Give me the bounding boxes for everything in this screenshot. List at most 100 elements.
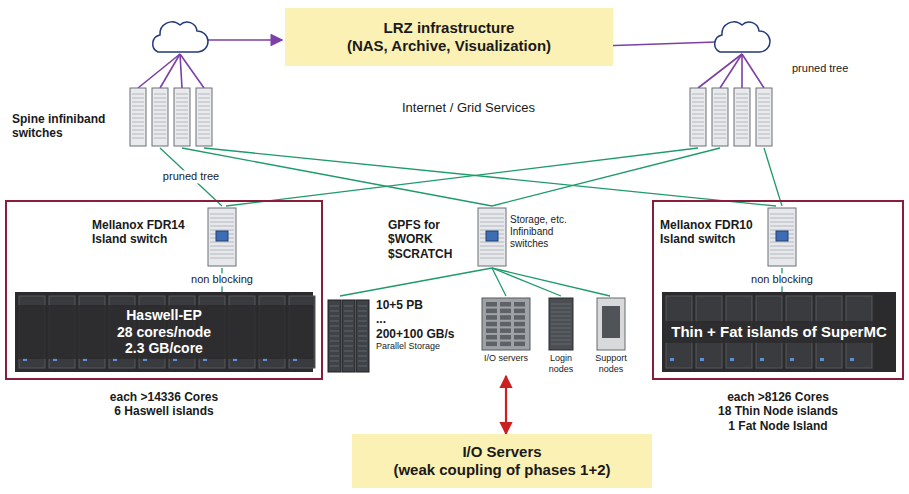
rack-slot — [132, 138, 144, 139]
rack-slot — [551, 304, 571, 305]
node-text: (weak coupling of phases 1+2) — [393, 461, 610, 479]
server-slot — [486, 342, 497, 347]
rack-slot — [330, 316, 339, 317]
rack-slot — [154, 134, 166, 135]
server-slot — [514, 342, 525, 347]
rack-slot — [330, 346, 339, 347]
rack-slot — [176, 94, 188, 95]
rack-cluster: Thin + Fat islands of SuperMC — [662, 292, 896, 372]
rack-slot — [770, 222, 794, 223]
link-line — [182, 148, 492, 206]
rack-slot — [210, 242, 234, 243]
rack-slot — [344, 311, 353, 312]
rack-slot — [198, 110, 210, 111]
node-text: LRZ infrastructure — [384, 19, 515, 37]
server-rack: Support nodes — [586, 296, 636, 376]
rack-row — [662, 292, 896, 372]
rack-slot — [480, 258, 504, 259]
text-stack: Mellanox FDR10 Island switch — [660, 218, 764, 247]
uplink-arrow — [600, 42, 716, 46]
rack-body — [328, 300, 341, 372]
rack-slot — [176, 118, 188, 119]
server-slot — [486, 315, 497, 320]
rack-body — [734, 88, 750, 146]
switch-icon — [478, 208, 506, 266]
rack-slot — [551, 336, 571, 337]
rack-slot — [358, 326, 367, 327]
rack-slot — [758, 126, 770, 127]
info-box: LRZ infrastructure(NAS, Archive, Visuali… — [285, 8, 613, 66]
rack-slot — [480, 214, 504, 215]
text-stack: each >8126 Cores18 Thin Node islands1 Fa… — [654, 390, 902, 433]
rack-slot — [330, 321, 339, 322]
rack-slot — [176, 110, 188, 111]
node-text: Support nodes — [586, 353, 636, 375]
uplink-wire — [138, 54, 180, 88]
rack-ground — [15, 292, 313, 372]
rack-slot — [210, 230, 234, 231]
rack-slot — [344, 341, 353, 342]
rack-slot — [176, 106, 188, 107]
rack-slot — [344, 336, 353, 337]
edge-label: non blocking — [748, 273, 816, 286]
rack-slot — [176, 98, 188, 99]
server-slot — [486, 309, 497, 314]
rack-panel — [602, 306, 620, 338]
rack-slot — [714, 106, 726, 107]
rack-slot — [770, 250, 794, 251]
rack-slot — [736, 106, 748, 107]
rack-body — [690, 88, 706, 146]
rack-slot — [770, 246, 794, 247]
rack-slot — [132, 110, 144, 111]
rack-ground — [662, 292, 896, 372]
rack-slot — [770, 254, 794, 255]
link-line — [160, 148, 222, 206]
rack-led — [820, 358, 824, 361]
spine-icon — [690, 88, 706, 146]
rack-slot — [770, 258, 794, 259]
switch-icon: Mellanox FDR14 Island switch — [92, 206, 240, 268]
rack-slot — [344, 351, 353, 352]
label-holder: pruned tree — [160, 170, 222, 183]
rack-slot — [714, 126, 726, 127]
rack-slot — [198, 118, 210, 119]
server-slot — [500, 302, 511, 307]
text-stack: Storage, etc. Infiniband switches — [510, 214, 584, 250]
rack-slot — [358, 331, 367, 332]
spine-icon — [756, 88, 772, 146]
edge-label: pruned tree — [160, 170, 222, 183]
text-stack: 10+5 PB...200+100 GB/sParallel Storage — [376, 298, 470, 352]
switch-icon: Mellanox FDR10 Island switch — [660, 206, 800, 268]
rack-slot — [330, 331, 339, 332]
rack-slot — [551, 308, 571, 309]
edge-label: non blocking — [188, 273, 256, 286]
rack-body — [356, 300, 369, 372]
rack-slot — [154, 94, 166, 95]
rack-slot — [358, 351, 367, 352]
rack-slot — [692, 122, 704, 123]
node-text: 200+100 GB/s — [376, 327, 454, 341]
rack-body — [478, 208, 506, 266]
node-text: Login nodes — [540, 353, 582, 375]
label-holder: non blocking — [188, 273, 256, 286]
node-text: 10+5 PB — [376, 298, 423, 312]
rack-slot — [480, 230, 504, 231]
rack-slot — [736, 94, 748, 95]
rack-slot — [714, 94, 726, 95]
server-slot — [514, 335, 525, 340]
server-slot — [500, 315, 511, 320]
server-slot — [500, 309, 511, 314]
rack-slot — [480, 254, 504, 255]
storage-system: 10+5 PB...200+100 GB/sParallel Storage — [326, 296, 472, 376]
rack-slot — [154, 122, 166, 123]
switch-display — [776, 231, 788, 241]
rack-slot — [154, 130, 166, 131]
rack-slot — [692, 106, 704, 107]
node-text: each >8126 Cores — [727, 390, 829, 404]
rack-slot — [480, 242, 504, 243]
rack-body — [130, 88, 146, 146]
rack-slot — [480, 218, 504, 219]
rack-slot — [154, 126, 166, 127]
rack-slot — [210, 222, 234, 223]
rack-slot — [132, 102, 144, 103]
